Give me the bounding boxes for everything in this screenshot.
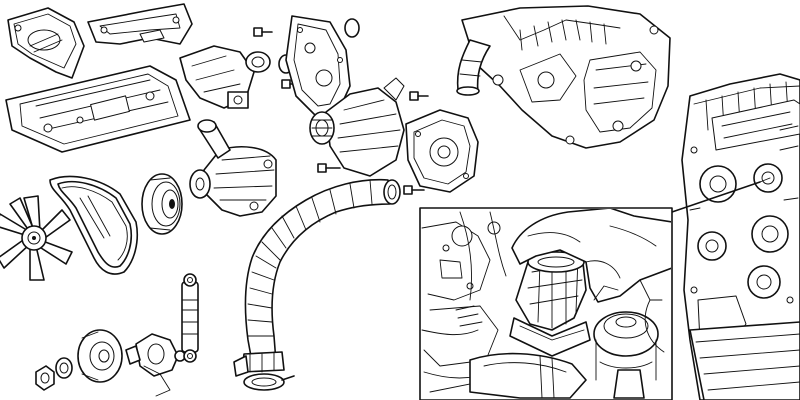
accessory-bracket bbox=[461, 5, 671, 149]
thermostat-housing bbox=[179, 45, 271, 109]
spacer-and-nut bbox=[35, 357, 73, 391]
engine-block bbox=[681, 73, 800, 400]
fan-pulley bbox=[141, 173, 183, 235]
tensioner-damper bbox=[181, 273, 199, 363]
inset-oil-filter-cap bbox=[509, 251, 591, 357]
viscous-fan bbox=[0, 195, 73, 281]
water-pump-housing bbox=[405, 109, 479, 193]
coolant-inlet-pipe bbox=[456, 39, 491, 96]
mounting-bolts-upper bbox=[253, 27, 429, 195]
inset-wires bbox=[459, 211, 665, 353]
water-pump bbox=[189, 119, 277, 217]
alternator bbox=[309, 77, 405, 177]
inset-coolant-hose bbox=[469, 352, 587, 399]
tensioner-pulley bbox=[77, 329, 123, 383]
inset-hand bbox=[511, 209, 671, 303]
belt-tensioner bbox=[125, 333, 186, 397]
drive-belt bbox=[49, 175, 139, 275]
inset-oil-filter-housing bbox=[593, 311, 659, 399]
callout-leader-line bbox=[671, 177, 771, 213]
intake-manifold-cover bbox=[7, 7, 85, 79]
detail-inset bbox=[419, 207, 673, 400]
heat-shield-bracket bbox=[87, 3, 193, 45]
radiator-hose bbox=[233, 178, 401, 391]
cylinder-head-cover bbox=[5, 65, 191, 153]
